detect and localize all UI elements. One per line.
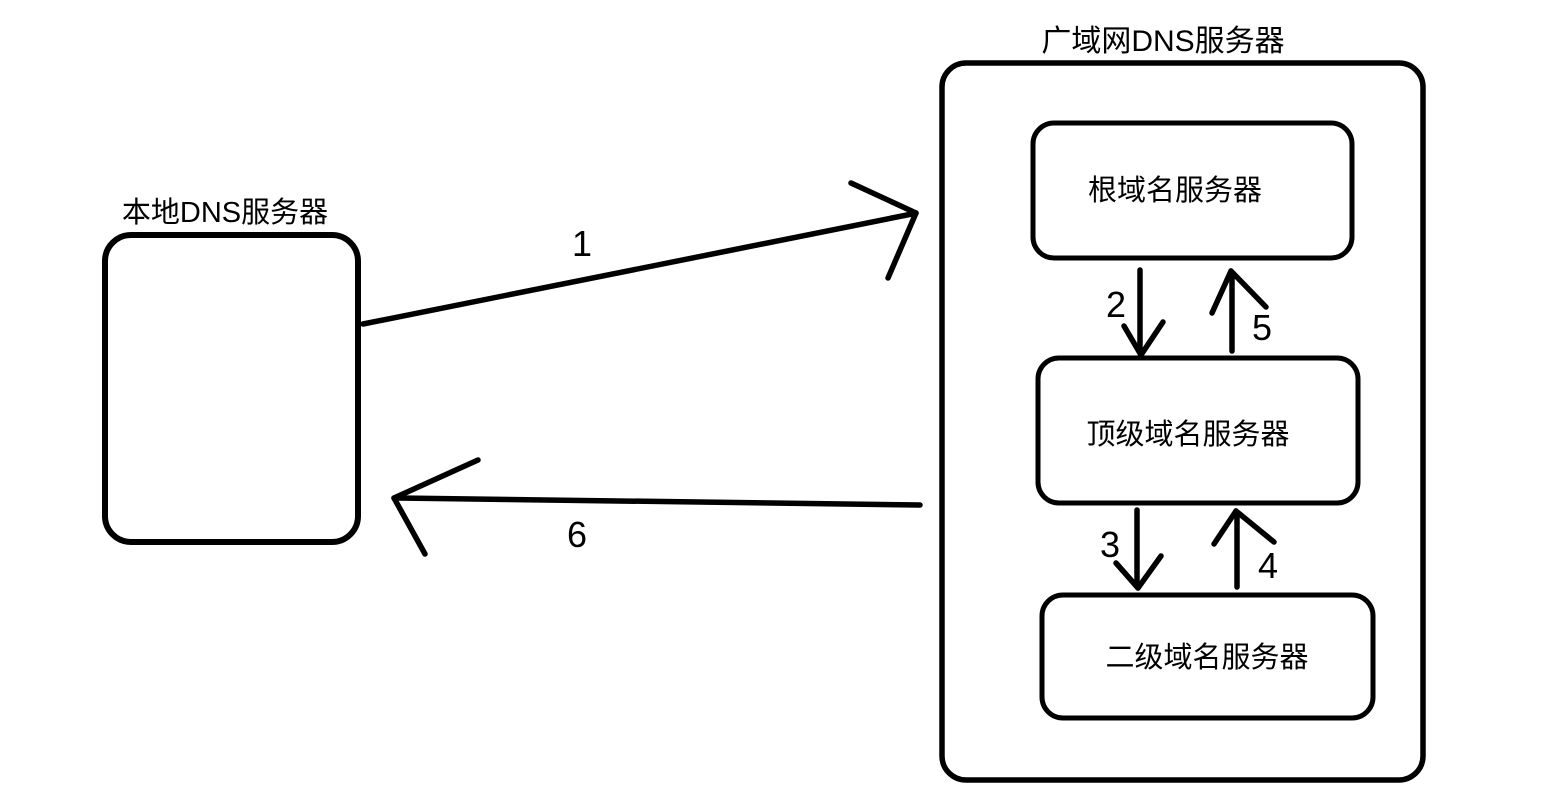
sld-dns-server-label: 二级域名服务器 [1105, 641, 1308, 674]
wan-dns-title: 广域网DNS服务器 [1041, 25, 1284, 58]
arrow-label-step2: 2 [1106, 284, 1126, 325]
arrow-step4-up [1211, 508, 1277, 590]
arrow-step2-head-left [1121, 323, 1144, 358]
arrow-step1-head-lower [885, 210, 919, 281]
sld-dns-server-box [1039, 592, 1376, 721]
arrow-step1-shaft [360, 211, 915, 327]
arrow-step6-head-upper [391, 457, 481, 501]
arrow-step3-head-right [1135, 553, 1164, 591]
arrow-step5-head-left [1209, 268, 1234, 316]
arrow-step1-head-upper [848, 180, 919, 216]
arrow-step2-head-right [1138, 319, 1166, 358]
arrow-step4-head-right [1233, 508, 1277, 545]
arrow-step5-head-right [1228, 268, 1269, 310]
arrow-label-step4: 4 [1258, 545, 1278, 586]
arrow-step5-up [1209, 268, 1269, 354]
arrow-label-step5: 5 [1252, 307, 1272, 348]
local-dns-server-label: 本地DNS服务器 [122, 196, 328, 229]
arrow-step6-shaft [395, 495, 923, 508]
local-dns-server-box [102, 232, 361, 545]
arrow-label-step6: 6 [567, 514, 587, 555]
arrow-label-step1: 1 [572, 223, 592, 264]
wan-dns-container-box [939, 60, 1426, 783]
arrow-step6-head-lower [391, 495, 428, 557]
arrow-label-step3: 3 [1100, 524, 1120, 565]
tld-dns-server-label: 顶级域名服务器 [1086, 418, 1289, 451]
arrow-step4-head-left [1211, 508, 1239, 547]
arrow-step1-query [360, 180, 919, 327]
root-dns-server-label: 根域名服务器 [1088, 174, 1262, 207]
arrow-step3-down [1113, 507, 1164, 591]
root-dns-server-box [1030, 120, 1355, 261]
tld-dns-server-box [1035, 355, 1361, 506]
arrow-step3-head-left [1113, 560, 1141, 591]
arrow-step6-response [391, 457, 923, 557]
arrow-step2-down [1121, 267, 1166, 358]
